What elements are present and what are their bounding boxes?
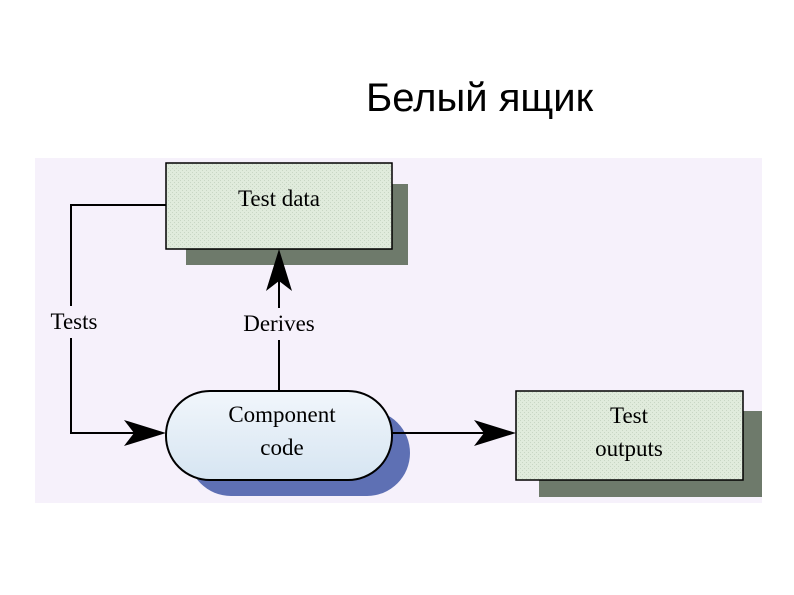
test-outputs-node: Test outputs (515, 390, 762, 497)
slide-title: Белый ящик (366, 76, 594, 120)
test-outputs-label-line2: outputs (595, 436, 663, 461)
derives-edge: Derives (232, 249, 328, 391)
outputs-edge (392, 420, 516, 446)
test-data-label: Test data (238, 186, 320, 211)
component-code-label-line1: Component (228, 402, 336, 427)
component-code-node: Component code (165, 390, 410, 496)
component-code-label-line2: code (260, 435, 303, 460)
test-outputs-box (515, 390, 744, 481)
derives-arrowhead (266, 249, 292, 291)
test-data-node: Test data (165, 162, 408, 265)
outputs-arrowhead (474, 420, 516, 446)
tests-label: Tests (51, 309, 98, 334)
tests-label-backdrop (44, 306, 104, 338)
tests-edge: Tests (44, 204, 166, 446)
derives-label: Derives (243, 311, 315, 336)
test-outputs-label-line1: Test (610, 403, 649, 428)
derives-label-backdrop (232, 308, 328, 340)
test-data-box (165, 162, 393, 250)
tests-arrowhead (124, 420, 166, 446)
